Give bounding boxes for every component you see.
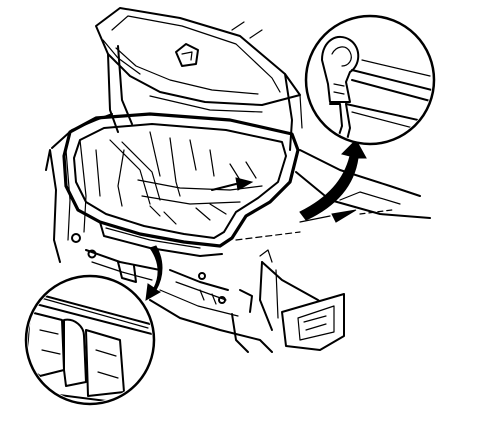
- curved-arrow-icon: [145, 245, 163, 301]
- rear-panel-lower: [85, 249, 253, 313]
- trunk-lid: [95, 7, 303, 151]
- seal-joint-detail-icon: [24, 274, 156, 406]
- trunk-interior: [95, 131, 263, 225]
- straight-arrow-icon: [235, 209, 393, 241]
- seal-cross-section-icon: [304, 14, 436, 146]
- straight-arrow-icon: [211, 177, 254, 191]
- rear-body: [45, 113, 431, 353]
- curved-arrow-icon: [299, 139, 367, 221]
